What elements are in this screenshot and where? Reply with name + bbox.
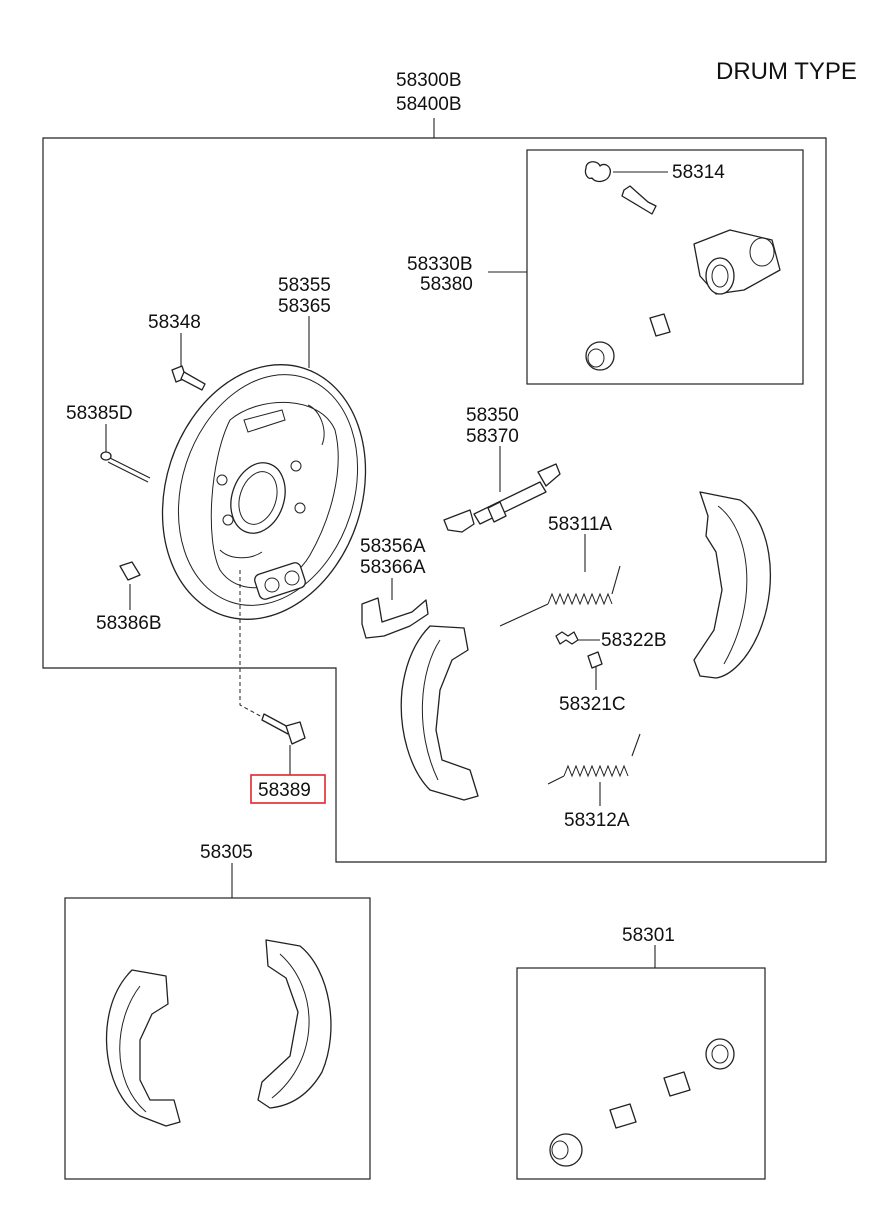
label-wheel-cylinder-1: 58330B	[407, 254, 473, 275]
label-58312A: 58312A	[564, 810, 630, 831]
label-backing-plate-2: 58365	[278, 296, 331, 317]
brake-shoe-icon	[257, 939, 332, 1109]
label-58321C: 58321C	[559, 694, 626, 715]
label-lever-2: 58366A	[360, 557, 426, 578]
label-adjuster-1: 58350	[466, 405, 519, 426]
label-58386B: 58386B	[96, 613, 162, 634]
piston-cup-icon	[549, 1133, 583, 1167]
adjuster-icon	[443, 463, 561, 533]
shoe-kit-frame	[64, 897, 371, 1180]
label-58385D: 58385D	[66, 403, 133, 424]
label-58348: 58348	[148, 312, 201, 333]
label-adjuster-2: 58370	[466, 426, 519, 447]
backing-plate-icon	[161, 364, 367, 620]
assembly-frame	[42, 137, 827, 863]
label-assembly-2: 58400B	[396, 94, 462, 115]
alignment-dash-line	[239, 570, 265, 719]
piston-cup-icon	[585, 313, 671, 371]
label-58322B: 58322B	[601, 630, 667, 651]
diagram-title: DRUM TYPE	[716, 58, 857, 85]
label-lever-1: 58356A	[360, 536, 426, 557]
spring-icon	[547, 733, 641, 785]
wheel-cylinder-frame	[526, 149, 804, 385]
brake-shoe-icon	[693, 491, 771, 679]
highlight-box	[250, 774, 326, 804]
piston-cup-icon	[663, 1071, 691, 1097]
brake-shoe-icon	[105, 969, 181, 1127]
nut-icon	[119, 561, 141, 581]
label-58311A: 58311A	[548, 514, 612, 535]
brake-shoe-icon	[400, 625, 479, 801]
label-backing-plate-1: 58355	[278, 275, 331, 296]
piston-cup-icon	[705, 1038, 735, 1070]
bolt-icon	[171, 365, 206, 391]
repair-kit-frame	[516, 967, 766, 1180]
leader-lines	[105, 118, 668, 968]
piston-cup-icon	[587, 651, 603, 669]
label-assembly-1: 58300B	[396, 70, 462, 91]
label-wheel-cylinder-2: 58380	[420, 274, 473, 295]
lever-icon	[361, 597, 429, 639]
label-58314: 58314	[672, 162, 725, 183]
spring-icon	[555, 631, 579, 645]
label-58389: 58389	[258, 780, 311, 801]
piston-cup-icon	[609, 1103, 637, 1129]
bolt-icon	[261, 713, 306, 745]
spring-icon	[499, 565, 621, 627]
label-58301: 58301	[622, 925, 675, 946]
pin-icon	[100, 451, 151, 483]
bleeder-screw-icon	[584, 161, 657, 215]
label-58305: 58305	[200, 842, 253, 863]
wheel-cylinder-icon	[693, 229, 781, 295]
